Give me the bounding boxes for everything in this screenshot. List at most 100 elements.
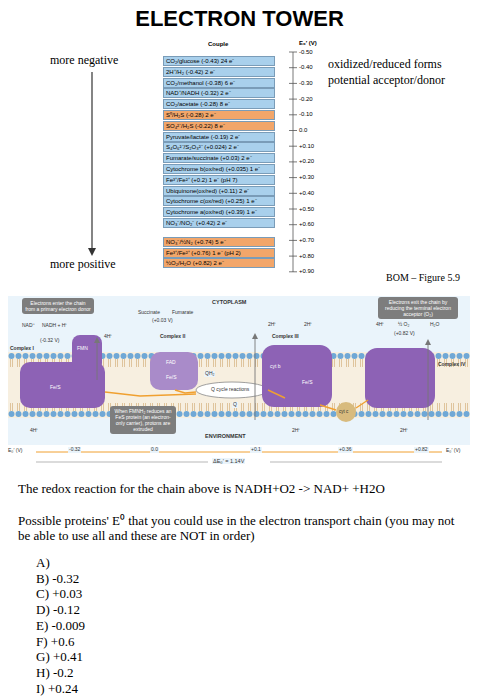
label-text: +0.80 [299,253,314,260]
node-text: NAD⁺/NADH (-0.32) 2 e⁻ [166,90,231,96]
label-text: +0.82 [414,447,429,453]
callout-box: Electrons enter the chain from a primary… [22,298,94,314]
couple-bar: Fe³⁺/Fe²⁺ (+0.2) 1 e⁻ (pH 7) [163,175,275,185]
label-text: potential acceptor/donor [328,74,445,88]
node-text: NO₃⁻/NO₂⁻ (+0.42) 2 e⁻ [166,220,227,226]
label-text: E₀′ (V) [299,40,317,47]
label-text: Q [232,402,238,408]
label-text: more negative [50,54,118,68]
label-text: ½ O₂ [398,322,409,328]
node-text: S₄O₆²⁻/S₂O₃²⁻ (+0.024) 2 e⁻ [166,144,239,150]
label-text: BOM – Figure 5.9 [386,272,460,284]
label-text: +0.1 [250,447,262,453]
couple-bar: CO₂/acetate (-0.28) 8 e⁻ [163,99,275,109]
label-text: H) -0.2 [36,666,74,681]
label-text: Couple [208,41,228,48]
label-text: 2H⁺ [400,428,408,434]
label-text: Fe/S [166,375,177,381]
label-text: Fe/S [302,380,313,386]
label-text: E₀′ (V) [446,448,460,454]
label-text: (-0.32 V) [40,338,59,344]
node-text: Electrons exit the chain by reducing the… [385,299,451,317]
couple-bar: Fumarate/succinate (+0.03) 2 e⁻ [163,153,275,163]
label-text: NADH + H⁺ [42,323,67,329]
couple-bar: S⁰/H₂S (-0.28) 2 e⁻ [163,110,275,120]
couple-bar: NO₃⁻/NO₂⁻ (+0.42) 2 e⁻ [163,218,275,228]
label-text: 4H⁺ [376,322,384,328]
node-text: SO₄²⁻/H₂S (-0.22) 8 e⁻ [166,123,225,129]
label-text: +0.10 [299,143,314,150]
label-text: Fe/S [50,385,61,391]
label-text: H₂O [430,322,439,328]
label-text: 2H⁺ [268,322,276,328]
label-text: oxidized/reduced forms [328,58,442,72]
label-text: QH₂ [204,371,215,377]
label-text: C) +0.03 [36,587,82,602]
label-text: E) -0.009 [36,619,85,634]
label-text: 0.0 [299,127,307,134]
node-text: 2H⁺/H₂ (-0.42) 2 e⁻ [166,69,215,75]
label-text: FMN [77,346,88,352]
label-text: -0.20 [299,96,313,103]
label-text: (+0.03 V) [152,318,173,324]
title: ELECTRON TOWER [0,6,479,31]
node-text: Ubiquinone(ox/red) (+0.11) 2 e⁻ [166,188,249,194]
label-text: Complex IV [438,362,465,368]
label-text: +0.36 [338,447,353,453]
couple-bar: 2H⁺/H₂ (-0.42) 2 e⁻ [163,67,275,77]
label-text: Complex I [10,346,34,352]
label-text: ENVIRONMENT [205,433,246,439]
label-text: +0.60 [299,221,314,228]
node-text: S⁰/H₂S (-0.28) 2 e⁻ [166,112,216,118]
node-text: ½O₂/H₂O (+0.82) 2 e⁻ [166,260,224,266]
label-text: F) +0.6 [36,635,74,650]
label-text: G) +0.41 [36,650,83,665]
label-text: +0.20 [299,158,314,165]
label-text: 4H⁺ [30,428,38,434]
label-text: Complex III [272,334,299,340]
couple-bar: Cytochrome c(ox/red) (+0.25) 1 e⁻ [163,196,275,206]
couple-bar: NAD⁺/NADH (-0.32) 2 e⁻ [163,88,275,98]
couple-bar: SO₄²⁻/H₂S (-0.22) 8 e⁻ [163,121,275,131]
label-text: Succinate [138,310,160,316]
label-text: +0.90 [299,268,314,275]
node-text: Pyruvate/lactate (-0.19) 2 e⁻ [166,134,240,140]
label-text: 2H⁺ [292,428,300,434]
node-text: Fe³⁺/Fe²⁺ (+0.76) 1 e⁻ (pH 2) [166,250,241,256]
couple-bar: Pyruvate/lactate (-0.19) 2 e⁻ [163,132,275,142]
couple-bar: CO₂/glucose (-0.43) 24 e⁻ [163,56,275,66]
label-text: The redox reaction for the chain above i… [18,482,385,497]
label-text: -0.50 [299,49,313,56]
label-text: -0.10 [299,111,313,118]
label-text: CYTOPLASM [212,299,246,305]
label-text: -0.30 [299,80,313,87]
label-text: +0.40 [299,190,314,197]
node-text: Cytochrome c(ox/red) (+0.25) 1 e⁻ [166,198,257,204]
couple-bar: CO₂/methanol (-0.38) 6 e⁻ [163,78,275,88]
node-text: Fumarate/succinate (+0.03) 2 e⁻ [166,155,252,161]
label-text: Fumarate [172,310,193,316]
label-text: cyt b [270,364,281,370]
node-text: Fe³⁺/Fe²⁺ (+0.2) 1 e⁻ (pH 7) [166,177,238,183]
node-text: Electrons enter the chain from a primary… [25,300,91,312]
node-text: CO₂/acetate (-0.28) 8 e⁻ [166,101,230,107]
label-text: 2H⁺ [304,322,312,328]
couple-bar: Ubiquinone(ox/red) (+0.11) 2 e⁻ [163,186,275,196]
label-text: +0.70 [299,237,314,244]
label-text: cyt c [339,409,348,414]
node-text: NO₃⁻/½N₂ (+0.74) 5 e⁻ [166,239,226,245]
label-text: +0.50 [299,206,314,213]
couple-bar: ½O₂/H₂O (+0.82) 2 e⁻ [163,258,275,268]
couple-bar: Cytochrome b(ox/red) (+0.035) 1 e⁻ [163,164,275,174]
label-text: Complex II [160,334,185,340]
couple-bar: Fe³⁺/Fe²⁺ (+0.76) 1 e⁻ (pH 2) [163,248,275,258]
label-text: -0.32 [68,447,81,453]
label-text: E₀′ (V) [8,448,22,454]
node-text: Cytochrome a(ox/red) (+0.39) 1 e⁻ [166,209,257,215]
label-text: NAD⁺ [22,323,35,329]
label-text: (+0.82 V) [394,331,415,337]
couple-bar: S₄O₆²⁻/S₂O₃²⁻ (+0.024) 2 e⁻ [163,142,275,152]
label-text: I) +0.24 [36,682,78,697]
node-text: CO₂/glucose (-0.43) 24 e⁻ [166,58,234,64]
